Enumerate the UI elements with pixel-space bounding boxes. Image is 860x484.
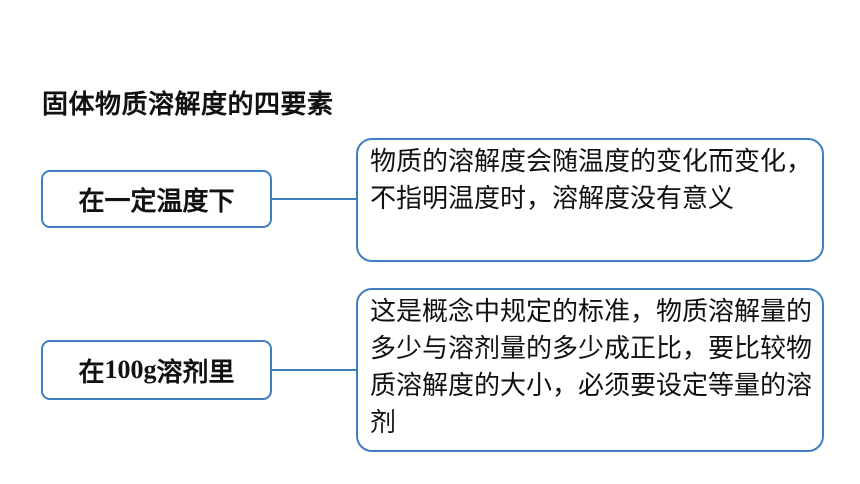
detail-box-temperature: 物质的溶解度会随温度的变化而变化，不指明温度时，溶解度没有意义 <box>356 138 824 262</box>
detail-text-solvent: 这是概念中规定的标准，物质溶解量的多少与溶剂量的多少成正比，要比较物质溶解度的大… <box>370 297 813 438</box>
detail-text-temperature: 物质的溶解度会随温度的变化而变化，不指明温度时，溶解度没有意义 <box>370 147 813 214</box>
label-box-temperature: 在一定温度下 <box>41 170 272 228</box>
detail-box-solvent: 这是概念中规定的标准，物质溶解量的多少与溶剂量的多少成正比，要比较物质溶解度的大… <box>356 288 824 452</box>
label-prefix-solvent: 在 <box>78 357 105 388</box>
page-title: 固体物质溶解度的四要素 <box>42 90 334 120</box>
label-suffix-solvent: 溶剂里 <box>156 357 235 388</box>
connector-line-1 <box>272 198 357 200</box>
label-number-solvent: 100g <box>104 355 157 384</box>
connector-line-2 <box>272 369 357 371</box>
label-text-temperature: 在一定温度下 <box>78 186 235 217</box>
